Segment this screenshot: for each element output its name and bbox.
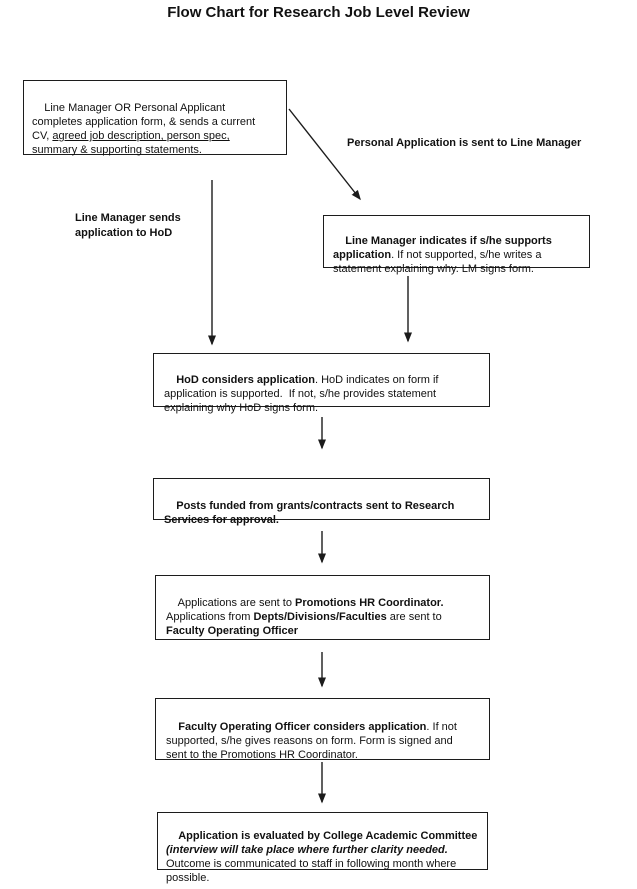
text-run: Applications are sent to — [177, 597, 296, 609]
arrow-applicant-to-line-manager — [288, 108, 361, 201]
text-run-bold: Line Manager indicates if s/he supports … — [333, 235, 552, 261]
node-academic-committee: Application is evaluated by College Acad… — [157, 812, 488, 883]
text-run-bold: Posts funded from grants/contracts sent … — [164, 500, 455, 526]
page-title: Flow Chart for Research Job Level Review — [167, 4, 470, 21]
text-run-bold: Faculty Operating Officer considers appl… — [178, 721, 427, 733]
node-faculty-officer-considers: Faculty Operating Officer considers appl… — [155, 698, 490, 761]
text-run-bold: Faculty Operating Officer — [166, 625, 299, 637]
text-run: Line Manager OR Personal Applicant compl… — [32, 102, 256, 142]
text-run: . HoD indicates on form if application i… — [164, 374, 439, 414]
edge-label-line-manager-sends: Line Manager sends application to HoD — [75, 212, 181, 239]
text-run-bold: Promotions HR Coordinator. — [295, 597, 444, 609]
text-run-underlined: agreed job description, person spec, — [52, 130, 230, 142]
text-run: Outcome is communicated to staff in foll… — [166, 858, 457, 884]
edge-label-personal-application: Personal Application is sent to Line Man… — [347, 137, 582, 149]
text-run-bold-italic: (interview will take place where further… — [166, 844, 448, 856]
text-run-bold: Application is evaluated by College Acad… — [178, 830, 478, 842]
node-line-manager-indicates: Line Manager indicates if s/he supports … — [323, 215, 590, 275]
node-applicant-submission: Line Manager OR Personal Applicant compl… — [23, 80, 287, 156]
text-run: summary & supporting statements. — [32, 144, 202, 156]
text-run: . If not supported, s/he writes a statem… — [333, 249, 542, 275]
text-run-bold: Depts/Divisions/Faculties — [253, 611, 387, 623]
node-hod-considers: HoD considers application. HoD indicates… — [153, 353, 490, 414]
text-run: Applications from — [166, 611, 251, 623]
text-run: . If not supported, s/he gives reasons o… — [166, 721, 457, 761]
node-research-services: Posts funded from grants/contracts sent … — [153, 478, 490, 526]
text-run: are sent to — [389, 611, 442, 623]
text-run-bold: HoD considers application — [176, 374, 315, 386]
node-hr-coordinator: Applications are sent to Promotions HR C… — [155, 575, 490, 640]
